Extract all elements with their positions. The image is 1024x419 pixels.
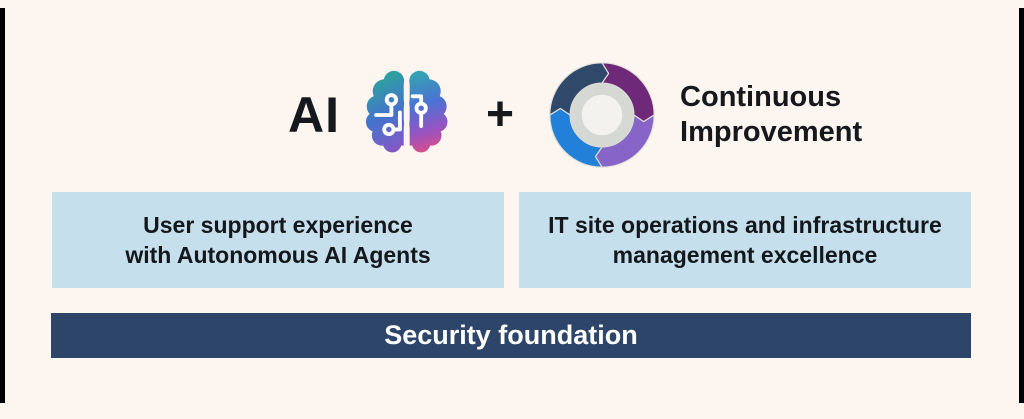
continuous-improvement-line2: Improvement (680, 116, 863, 148)
continuous-improvement-line1: Continuous (680, 81, 842, 113)
pillar-it-operations: IT site operations and infrastructure ma… (519, 192, 971, 288)
continuous-improvement-cycle-icon (544, 57, 660, 173)
pillar-user-support-line1: User support experience (143, 212, 413, 238)
security-foundation-bar: Security foundation (51, 313, 971, 358)
continuous-improvement-label: Continuous Improvement (680, 80, 862, 150)
ai-brain-circuit-icon (354, 54, 456, 176)
ai-label: AI (288, 87, 340, 143)
right-edge-stripe (1019, 8, 1024, 403)
header: AI (288, 52, 862, 178)
security-foundation-label: Security foundation (384, 320, 638, 350)
pillar-user-support: User support experience with Autonomous … (52, 192, 504, 288)
pillar-user-support-line2: with Autonomous AI Agents (125, 242, 431, 268)
left-edge-stripe (0, 8, 5, 403)
pillar-it-operations-line1: IT site operations and infrastructure (548, 212, 942, 238)
plus-sign: + (486, 88, 515, 141)
pillar-it-operations-line2: management excellence (612, 242, 878, 268)
